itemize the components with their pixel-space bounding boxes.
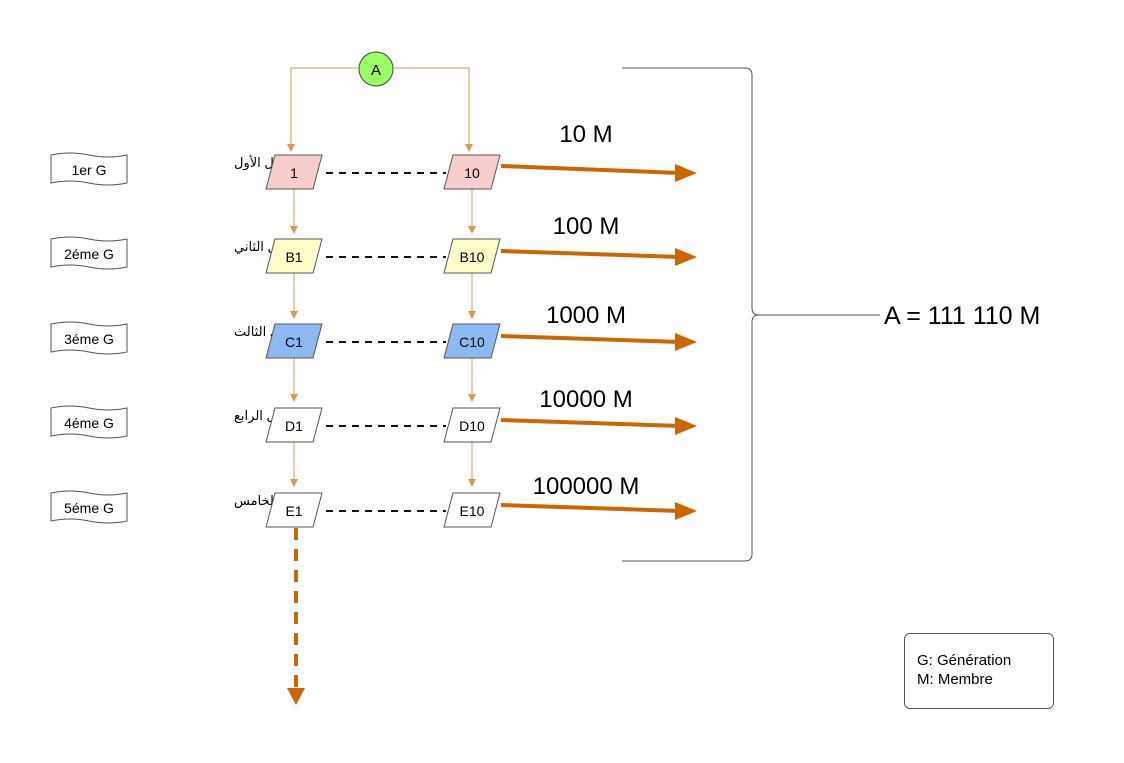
output-arrowhead-2 (675, 248, 697, 266)
member-first-2 (265, 238, 323, 274)
legend-member: M: Membre (917, 671, 993, 688)
member-last-5 (443, 492, 501, 528)
root-connector-right (394, 67, 473, 152)
member-first-label-5: E1 (285, 503, 302, 519)
member-last-4 (443, 407, 501, 443)
output-value-5: 100000 M (533, 473, 640, 500)
member-first-1 (265, 154, 323, 190)
member-first-label-4: D1 (285, 418, 303, 434)
root-connector-left (287, 67, 358, 152)
member-first-4 (265, 407, 323, 443)
legend-box: G: Génération M: Membre (904, 633, 1054, 709)
member-last-label-1: 10 (464, 165, 480, 181)
continuation-arrowhead (287, 688, 305, 705)
output-arrowhead-4 (675, 417, 697, 435)
legend-generation: G: Génération (917, 652, 1012, 669)
total-label: A = 111 110 M (884, 302, 1040, 330)
generation-tag-box-5 (50, 490, 128, 524)
member-first-3 (265, 323, 323, 359)
root-label: A (371, 62, 381, 79)
generation-tag-3: 3éme G (64, 331, 114, 347)
member-last-2 (443, 238, 501, 274)
output-arrow-2 (500, 249, 681, 259)
member-first-label-3: C1 (285, 334, 303, 350)
generation-tag-5: 5éme G (64, 500, 114, 516)
member-last-label-4: D10 (459, 418, 485, 434)
generation-tag-box-1 (50, 152, 128, 186)
member-last-3 (443, 323, 501, 359)
generation-tag-box-4 (50, 405, 128, 439)
member-last-label-5: E10 (460, 503, 485, 519)
output-value-2: 100 M (553, 213, 620, 240)
output-arrow-5 (500, 503, 681, 513)
output-value-4: 10000 M (539, 386, 632, 413)
generation-tag-box-3 (50, 321, 128, 355)
output-value-3: 1000 M (546, 302, 626, 329)
output-arrow-1 (500, 164, 681, 175)
root-node (358, 51, 394, 87)
member-last-label-3: C10 (459, 334, 485, 350)
member-last-1 (443, 154, 501, 190)
sum-brace (622, 67, 880, 562)
generation-tag-4: 4éme G (64, 415, 114, 431)
output-arrowhead-3 (675, 333, 697, 351)
generation-tag-1: 1er G (71, 162, 106, 178)
output-arrowhead-1 (675, 164, 697, 182)
generation-tag-box-2 (50, 236, 128, 270)
member-first-5 (265, 492, 323, 528)
output-value-1: 10 M (559, 121, 612, 148)
member-last-label-2: B10 (460, 249, 485, 265)
output-arrowhead-5 (675, 502, 697, 520)
member-first-label-2: B1 (285, 249, 302, 265)
output-arrow-3 (500, 334, 681, 344)
generation-tag-2: 2éme G (64, 246, 114, 262)
member-first-label-1: 1 (290, 165, 298, 181)
output-arrow-4 (500, 418, 681, 428)
